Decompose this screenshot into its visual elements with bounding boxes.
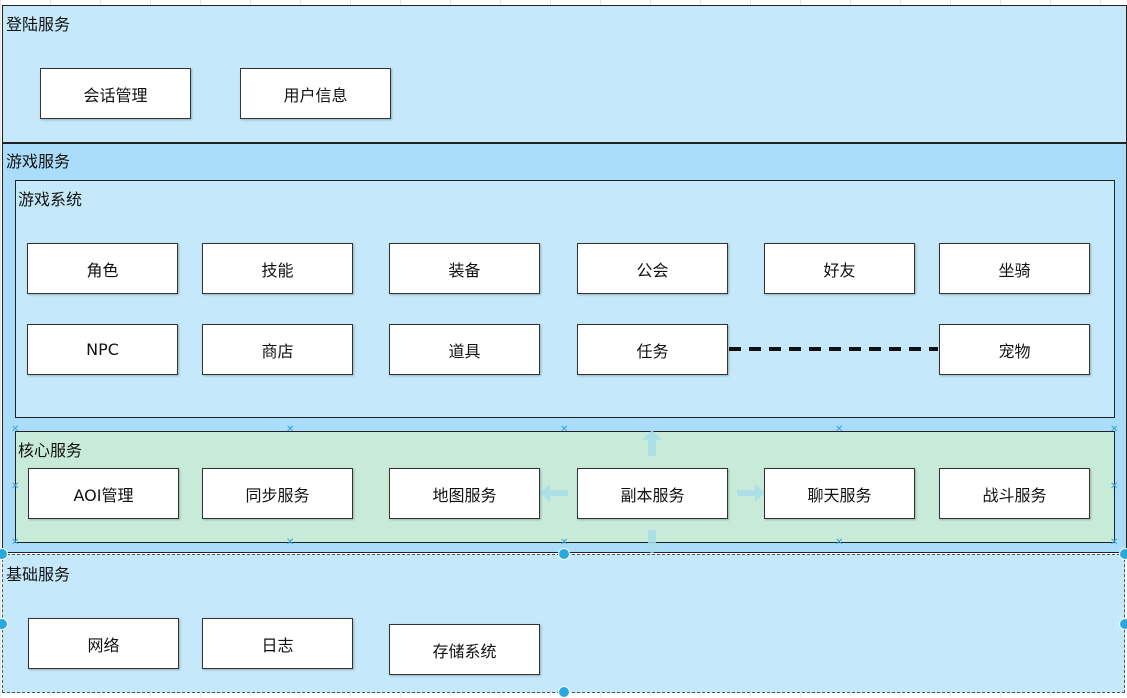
game-system-title: 游戏系统 bbox=[18, 190, 83, 209]
battle-service-box[interactable]: 战斗服务 bbox=[939, 468, 1090, 519]
map-service-box[interactable]: 地图服务 bbox=[389, 468, 540, 519]
selection-point-icon: ✕ bbox=[835, 537, 844, 548]
selection-point-icon: ✕ bbox=[560, 424, 569, 435]
mount-box[interactable]: 坐骑 bbox=[939, 243, 1090, 294]
guild-box[interactable]: 公会 bbox=[577, 243, 728, 294]
game-service-title: 游戏服务 bbox=[6, 152, 71, 171]
pet-box[interactable]: 宠物 bbox=[939, 324, 1090, 375]
game-system-group[interactable] bbox=[15, 180, 1115, 418]
chat-service-box[interactable]: 聊天服务 bbox=[764, 468, 915, 519]
core-service-title: 核心服务 bbox=[18, 441, 83, 460]
log-box[interactable]: 日志 bbox=[202, 618, 353, 669]
selection-point-icon: ✕ bbox=[1110, 481, 1119, 492]
resize-handle[interactable] bbox=[558, 686, 570, 698]
skill-box[interactable]: 技能 bbox=[202, 243, 353, 294]
resize-handle[interactable] bbox=[1119, 548, 1127, 560]
selection-point-icon: ✕ bbox=[11, 424, 20, 435]
login-service-title: 登陆服务 bbox=[6, 15, 71, 34]
resize-handle[interactable] bbox=[0, 618, 8, 630]
base-service-title: 基础服务 bbox=[6, 565, 71, 584]
arrow-left-icon[interactable] bbox=[540, 483, 568, 503]
aoi-management-box[interactable]: AOI管理 bbox=[28, 468, 179, 519]
equipment-box[interactable]: 装备 bbox=[389, 243, 540, 294]
selection-point-icon: ✕ bbox=[11, 481, 20, 492]
resize-handle[interactable] bbox=[1119, 618, 1127, 630]
session-management-box[interactable]: 会话管理 bbox=[40, 68, 191, 119]
network-box[interactable]: 网络 bbox=[28, 618, 179, 669]
selection-point-icon: ✕ bbox=[1110, 537, 1119, 548]
storage-system-box[interactable]: 存储系统 bbox=[389, 624, 540, 675]
quest-box[interactable]: 任务 bbox=[577, 324, 728, 375]
instance-service-box[interactable]: 副本服务 bbox=[577, 468, 728, 519]
selection-point-icon: ✕ bbox=[1110, 424, 1119, 435]
arrow-down-icon[interactable] bbox=[641, 530, 663, 554]
selection-point-icon: ✕ bbox=[286, 424, 295, 435]
selection-point-icon: ✕ bbox=[835, 424, 844, 435]
npc-box[interactable]: NPC bbox=[27, 324, 178, 375]
arrow-up-icon[interactable] bbox=[641, 430, 663, 456]
item-box[interactable]: 道具 bbox=[389, 324, 540, 375]
selection-point-icon: ✕ bbox=[560, 537, 569, 548]
resize-handle[interactable] bbox=[0, 548, 8, 560]
core-service-group[interactable] bbox=[15, 431, 1115, 543]
shop-box[interactable]: 商店 bbox=[202, 324, 353, 375]
selection-point-icon: ✕ bbox=[11, 537, 20, 548]
selection-point-icon: ✕ bbox=[286, 537, 295, 548]
quest-pet-dashed-connector[interactable] bbox=[727, 345, 940, 355]
sync-service-box[interactable]: 同步服务 bbox=[202, 468, 353, 519]
user-info-box[interactable]: 用户信息 bbox=[240, 68, 391, 119]
role-box[interactable]: 角色 bbox=[27, 243, 178, 294]
arrow-right-icon[interactable] bbox=[737, 483, 765, 503]
friend-box[interactable]: 好友 bbox=[764, 243, 915, 294]
resize-handle[interactable] bbox=[558, 548, 570, 560]
